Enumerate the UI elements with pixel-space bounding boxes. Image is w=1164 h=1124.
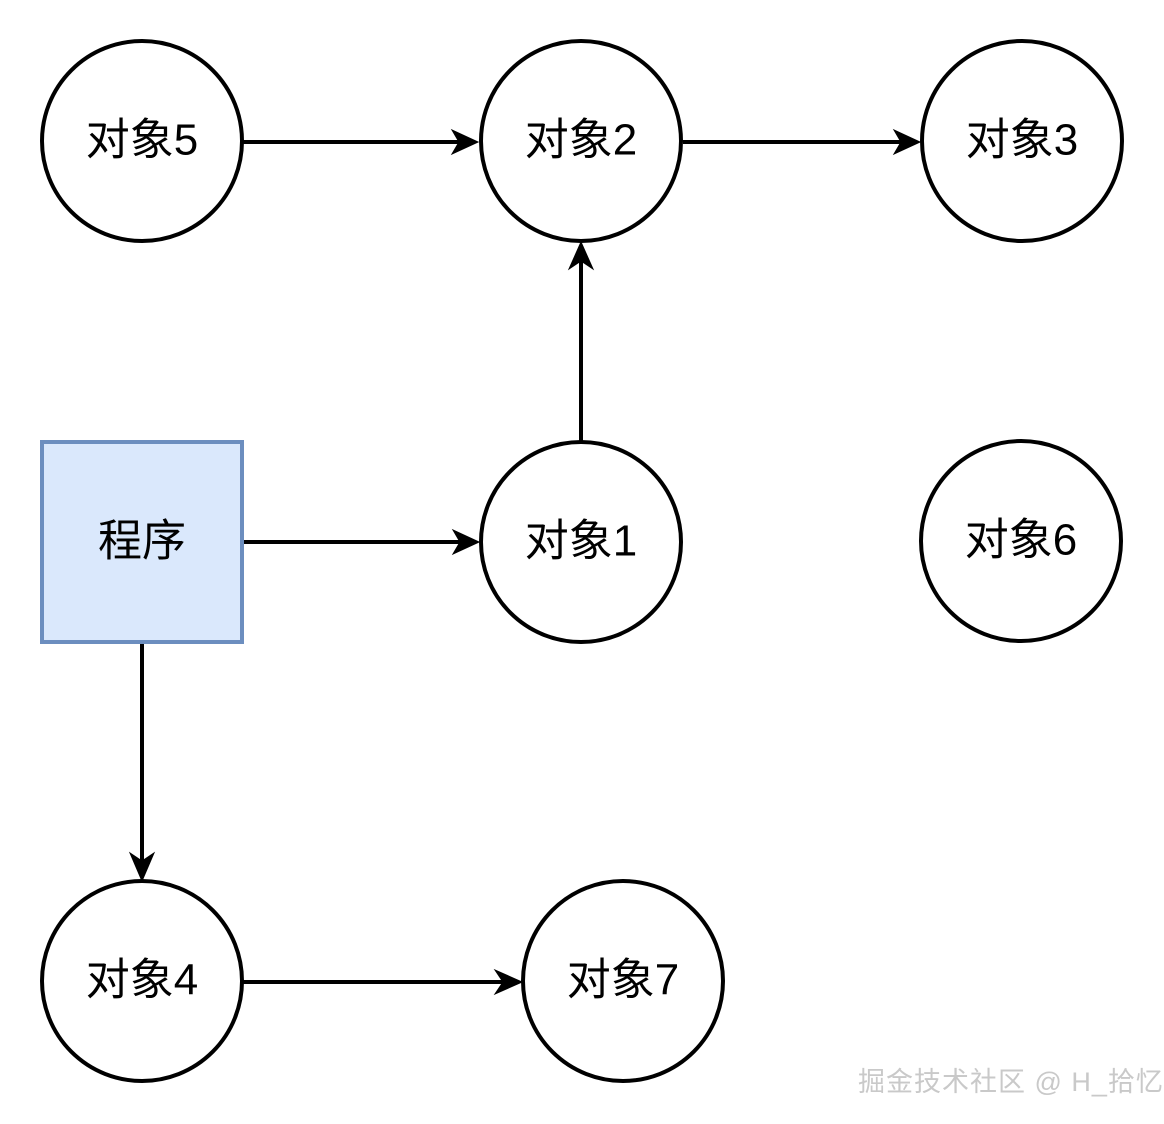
- node-shape-obj5[interactable]: [40, 39, 244, 243]
- node-shape-obj2[interactable]: [479, 39, 683, 243]
- node-program[interactable]: 程序: [40, 440, 244, 644]
- arrowhead-program-obj1: [451, 528, 481, 556]
- node-shape-program[interactable]: [40, 440, 244, 644]
- node-obj1[interactable]: 对象1: [479, 440, 683, 644]
- arrowhead-obj5-obj2: [450, 128, 480, 156]
- node-obj6[interactable]: 对象6: [919, 439, 1123, 643]
- node-label-obj2: 对象2: [525, 116, 637, 165]
- node-shape-obj1[interactable]: [479, 440, 683, 644]
- edge-obj2-to-obj3: [683, 128, 922, 156]
- edge-obj4-to-obj7: [243, 968, 524, 996]
- node-label-obj6: 对象6: [965, 516, 1077, 565]
- node-label-program: 程序: [98, 517, 186, 566]
- arrowhead-obj4-obj7: [493, 968, 524, 996]
- arrowhead-program-obj4: [128, 851, 156, 883]
- node-obj2[interactable]: 对象2: [479, 39, 683, 243]
- edge-obj1-to-obj2: [567, 240, 595, 443]
- node-shape-obj3[interactable]: [920, 39, 1124, 243]
- node-shape-obj6[interactable]: [919, 439, 1123, 643]
- node-label-obj7: 对象7: [567, 956, 679, 1005]
- node-shape-obj4[interactable]: [40, 879, 244, 1083]
- node-shape-obj7[interactable]: [521, 879, 725, 1083]
- node-obj3[interactable]: 对象3: [920, 39, 1124, 243]
- edge-obj5-to-obj2: [243, 128, 480, 156]
- node-label-obj3: 对象3: [966, 116, 1078, 165]
- arrowhead-obj2-obj3: [892, 128, 922, 156]
- edge-program-to-obj1: [244, 528, 481, 556]
- node-obj4[interactable]: 对象4: [40, 879, 244, 1083]
- node-obj5[interactable]: 对象5: [40, 39, 244, 243]
- node-obj7[interactable]: 对象7: [521, 879, 725, 1083]
- node-label-obj4: 对象4: [86, 956, 198, 1005]
- watermark-label: 掘金技术社区 @ H_拾忆: [858, 1067, 1164, 1097]
- node-label-obj5: 对象5: [86, 116, 198, 165]
- arrowhead-obj1-obj2: [567, 240, 595, 271]
- node-label-obj1: 对象1: [525, 517, 637, 566]
- edge-program-to-obj4: [128, 643, 156, 883]
